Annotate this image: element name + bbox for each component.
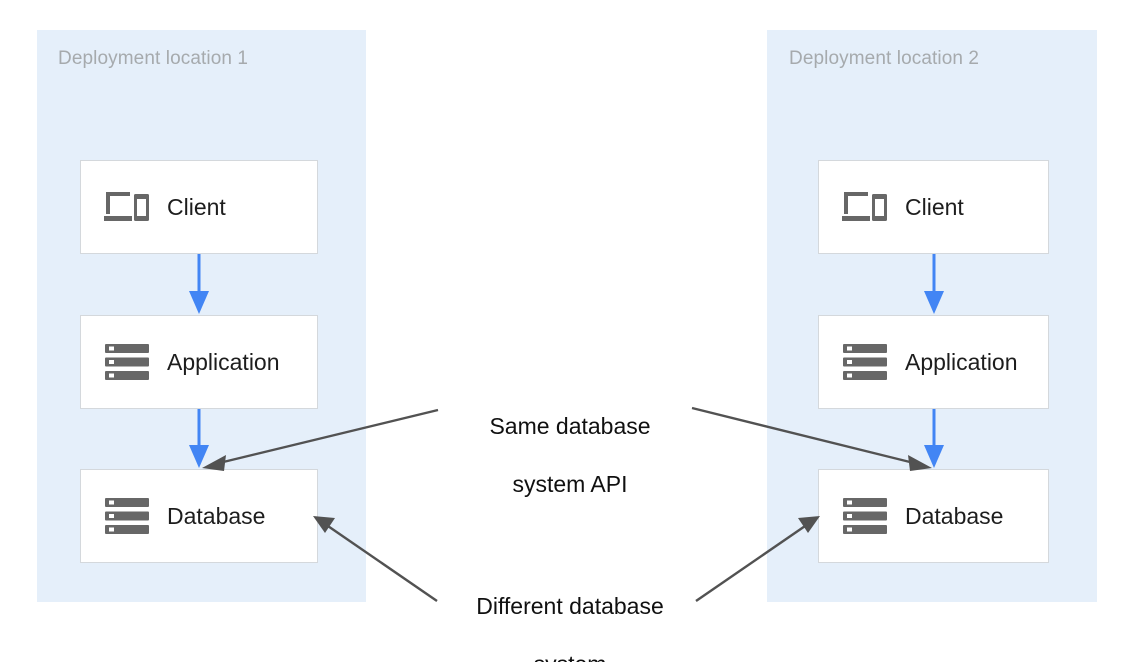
server-stack-icon: [841, 340, 889, 384]
node-client-1[interactable]: Client: [80, 160, 318, 254]
node-database-1[interactable]: Database: [80, 469, 318, 563]
annotation-same-api-line-2: system API: [512, 471, 628, 497]
annotation-same-api-line-1: Same database: [489, 413, 651, 439]
node-database-2-label: Database: [905, 503, 1004, 529]
node-client-1-label: Client: [167, 194, 226, 220]
deployment-zone-2-label: Deployment location 2: [789, 48, 980, 69]
server-stack-icon: [103, 340, 151, 384]
node-database-1-label: Database: [167, 503, 266, 529]
node-client-2[interactable]: Client: [818, 160, 1049, 254]
deployment-zone-1-label: Deployment location 1: [58, 48, 249, 69]
node-application-1[interactable]: Application: [80, 315, 318, 409]
node-database-2[interactable]: Database: [818, 469, 1049, 563]
annotation-different-system-line-2: system: [460, 650, 680, 662]
server-stack-icon: [841, 494, 889, 538]
node-client-2-label: Client: [905, 194, 964, 220]
node-application-2-label: Application: [905, 349, 1018, 375]
node-application-1-label: Application: [167, 349, 280, 375]
server-stack-icon: [103, 494, 151, 538]
laptop-phone-icon: [103, 185, 151, 229]
annotation-same-api: Same database system API: [470, 383, 670, 528]
laptop-phone-icon: [841, 185, 889, 229]
annotation-different-system-line-1: Different database: [476, 593, 664, 619]
annotation-different-system: Different database system: [460, 563, 680, 662]
node-application-2[interactable]: Application: [818, 315, 1049, 409]
